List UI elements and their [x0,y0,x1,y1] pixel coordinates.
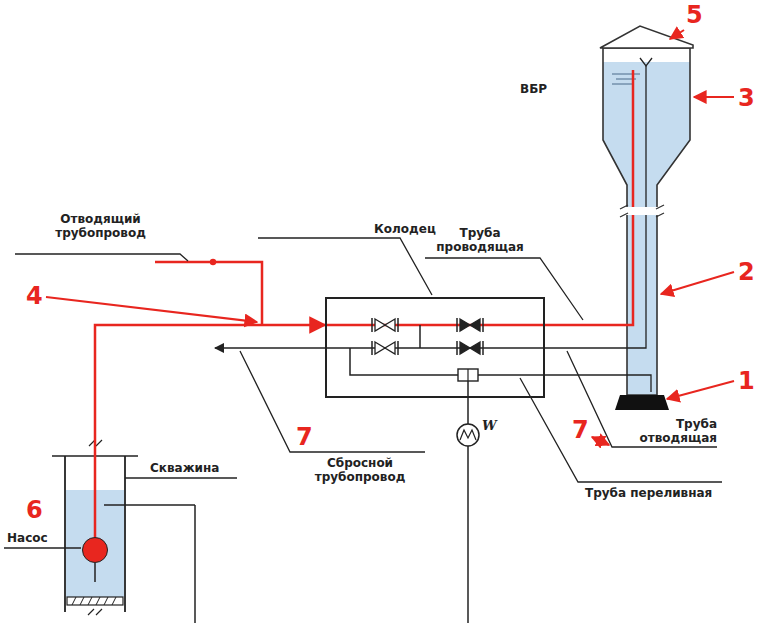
pipe-label: Сбросной трубопровод [295,456,425,484]
tower-outline [603,48,690,395]
leader-line [567,351,717,447]
node-label: Колодец [374,222,436,236]
meter-letter: W [482,419,497,432]
overflow-pipe [478,374,545,376]
node-label: ВБР [520,82,547,96]
cable-line [194,505,196,623]
meter-symbol [457,424,479,446]
bypass-pipe [419,325,421,348]
pump-circle: Насос [82,537,108,563]
return-pipe [325,347,545,349]
pipe-label: Труба переливная [585,486,712,500]
filter-hatch [72,597,116,605]
water-tower: ВБР [627,185,657,395]
callout-number: 7 [296,425,313,449]
supply-pipe [325,324,545,327]
pipe-connector [545,347,627,349]
pump-shaft [94,563,96,582]
gate-valve [372,318,398,332]
pipe-label: Труба проводящая [425,226,535,254]
overflow-pipe [350,348,458,375]
leader-line [240,351,425,452]
node-label: Насос [7,531,48,545]
borehole-wall [64,456,66,612]
callout-arrow [670,30,684,39]
leader-line [125,477,237,478]
node-label: Скважина [150,461,219,475]
flow-meter [467,369,468,381]
leader-line [258,238,432,295]
cable-line [104,504,195,506]
pipe-label: Отводящий трубопровод [38,212,163,240]
pipe-label: Труба отводящая [612,417,717,445]
callout-arrow [694,96,734,98]
overflow-pipe [627,375,651,392]
callout-number: 7 [572,418,589,442]
break-mark [620,205,664,217]
leader-line [15,254,188,261]
water-hatch [612,74,640,84]
gate-valve [457,341,483,355]
callout-number: 1 [738,369,755,393]
leader-line [520,378,722,482]
borehole-filter [67,597,123,605]
pipe-connector [545,324,627,327]
callout-arrow [46,297,257,322]
riser-pipe [627,70,633,325]
callout-arrow [667,381,734,399]
pipe-connector [95,325,325,537]
tower-foundation [615,395,669,410]
leader-line [4,547,81,548]
drain-pipe [467,381,469,424]
borehole: СкважинаНасос [62,452,128,612]
callout-arrow [661,272,734,294]
well-chamber-box: Колодец [325,297,545,398]
drain-pipe [467,446,469,623]
pipe-joint [210,259,216,265]
callout-number: 3 [738,86,755,110]
callout-number: 4 [26,284,43,308]
break-gap [622,207,662,215]
tower-water [603,62,690,395]
gate-valve [457,318,483,332]
callout-arrow [592,437,609,445]
pipe-connector [545,374,627,376]
gate-valve [372,341,398,355]
leader-line [425,258,583,320]
pipe-funnel [640,58,652,66]
callout-number: 5 [686,3,703,27]
tower-roof [600,26,693,48]
borehole-wall [124,456,126,612]
callout-number: 6 [26,498,43,522]
callout-number: 2 [738,260,755,284]
dump-pipe [215,347,325,349]
break-mark [88,609,102,615]
flow-meter [458,369,478,381]
meter-symbol [460,430,476,440]
